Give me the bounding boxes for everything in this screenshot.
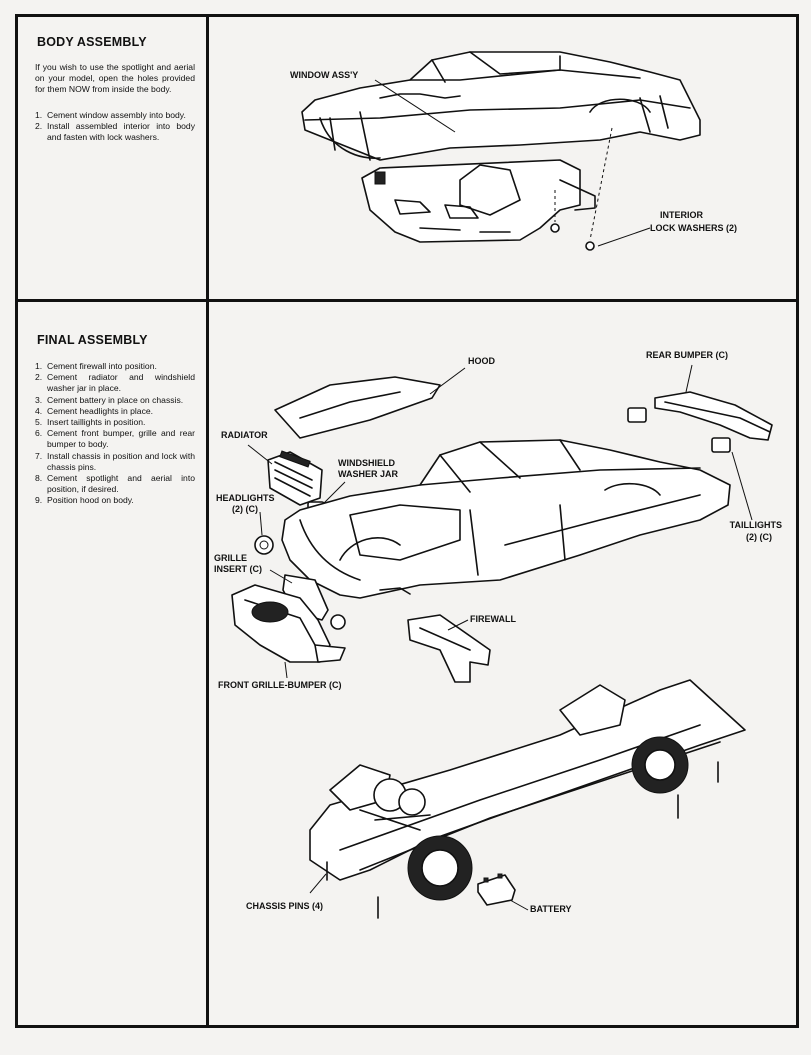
interior-tub-illustration	[361, 159, 596, 243]
headlight-1-lens	[259, 540, 269, 550]
final-step-8: 8.Cement spotlight and aerial into posit…	[35, 473, 195, 495]
rear-bumper-illustration	[654, 391, 773, 441]
rear-wheel-hub	[644, 749, 676, 781]
firewall-leader	[447, 619, 469, 631]
grille-leader	[269, 569, 293, 584]
label-taillights-line1: TAILLIGHTS	[729, 520, 782, 530]
body-step-1: 1.Cement window assembly into body.	[35, 109, 186, 120]
label-washer-jar-line1: WINDSHIELD	[338, 458, 395, 468]
headlights-leader	[259, 511, 263, 536]
lock-washer-1	[550, 223, 560, 233]
label-lock-washers: LOCK WASHERS (2)	[650, 223, 738, 233]
column-divider	[206, 14, 209, 1028]
radiator-leader	[247, 444, 273, 465]
taillight-1	[627, 407, 647, 423]
front-grille-bumper-illustration	[231, 584, 346, 663]
label-rear-bumper: REAR BUMPER (C)	[646, 350, 728, 360]
body-assembly-steps: 1.Cement window assembly into body. 2.In…	[35, 110, 195, 144]
battery-illustration	[477, 873, 516, 906]
window-leader	[374, 79, 456, 133]
label-chassis-pins: CHASSIS PINS (4)	[246, 901, 324, 911]
radiator-illustration	[267, 450, 323, 506]
label-battery: BATTERY	[530, 904, 572, 914]
battery-leader	[509, 899, 529, 911]
body-assembly-text: If you wish to use the spotlight and aer…	[35, 62, 195, 143]
body-assembly-title: BODY ASSEMBLY	[37, 35, 147, 49]
hood-illustration	[274, 376, 441, 439]
taillight-leader	[731, 451, 753, 521]
label-headlights-line1: HEADLIGHTS	[216, 493, 275, 503]
final-step-5: 5.Insert taillights in position.	[35, 417, 146, 428]
washer-jar-leader	[321, 481, 346, 506]
page-border	[15, 14, 799, 1028]
label-radiator: RADIATOR	[221, 430, 268, 440]
headlight-1	[254, 535, 274, 555]
label-interior: INTERIOR	[660, 210, 704, 220]
chassis-pins-leader	[309, 873, 327, 894]
label-front-bumper: FRONT GRILLE-BUMPER (C)	[218, 680, 342, 690]
label-taillights-line2: (2) (C)	[746, 532, 772, 542]
car-body-illustration	[301, 51, 701, 161]
final-step-6: 6.Cement front bumper, grille and rear b…	[35, 428, 195, 450]
final-car-body-illustration	[281, 439, 731, 599]
final-step-2: 2.Cement radiator and windshield washer …	[35, 372, 195, 394]
rear-bumper-leader	[685, 364, 693, 393]
lock-washer-2	[585, 241, 595, 251]
final-assembly-text: 1.Cement firewall into position. 2.Cemen…	[35, 361, 195, 507]
label-grille-line2: INSERT (C)	[214, 564, 262, 574]
label-firewall: FIREWALL	[470, 614, 516, 624]
final-assembly-title: FINAL ASSEMBLY	[37, 333, 148, 347]
front-wheel-hub	[421, 849, 459, 887]
firewall-illustration	[407, 614, 491, 683]
lock-washer-leader	[597, 227, 651, 247]
final-step-1: 1.Cement firewall into position.	[35, 361, 157, 371]
label-window-assy: WINDOW ASS'Y	[290, 70, 359, 80]
label-headlights-line2: (2) (C)	[232, 504, 258, 514]
label-grille-line1: GRILLE	[214, 553, 247, 563]
section-divider	[15, 299, 799, 302]
final-step-4: 4.Cement headlights in place.	[35, 405, 154, 416]
final-step-9: 9.Position hood on body.	[35, 495, 134, 506]
label-washer-jar-line2: WASHER JAR	[338, 469, 399, 479]
hood-leader	[429, 367, 466, 395]
final-step-7: 7.Install chassis in position and lock w…	[35, 450, 195, 472]
final-step-3: 3.Cement battery in place on chassis.	[35, 394, 184, 405]
washer-guide-2	[589, 127, 613, 241]
taillight-2	[711, 437, 731, 453]
label-hood: HOOD	[468, 356, 495, 366]
body-step-2: 2.Install assembled interior into body a…	[35, 120, 195, 143]
body-assembly-intro: If you wish to use the spotlight and aer…	[35, 62, 195, 95]
final-assembly-steps: 1.Cement firewall into position. 2.Cemen…	[35, 361, 195, 507]
front-bumper-leader	[284, 661, 288, 679]
headlight-2	[330, 614, 346, 630]
